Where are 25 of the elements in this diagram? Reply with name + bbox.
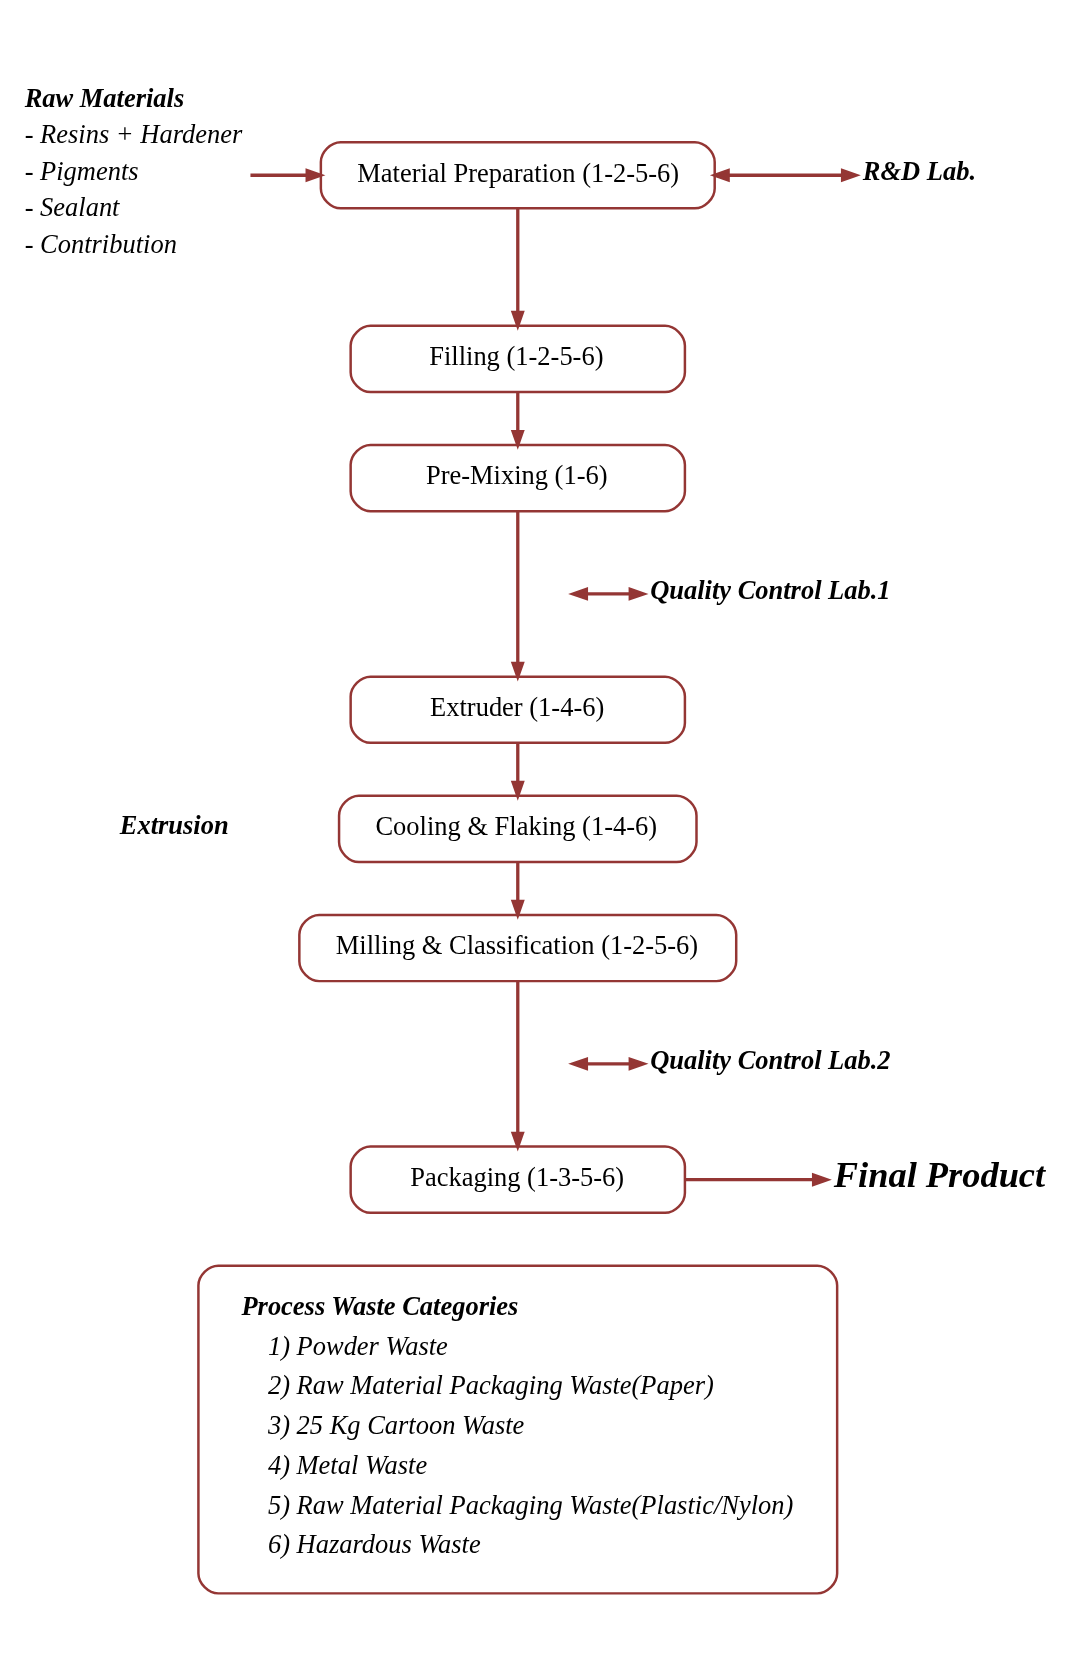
node-text: R&D Lab. [862, 155, 977, 186]
node-box: Cooling & Flaking (1-4-6) [337, 794, 698, 863]
arrow [250, 167, 326, 182]
arrow [510, 511, 525, 682]
node-text: Quality Control Lab.1 [650, 574, 891, 605]
arrow [709, 167, 861, 182]
node-box: Pre-Mixing (1-6) [349, 443, 687, 512]
arrow [568, 586, 649, 601]
arrow [510, 742, 525, 801]
node-box: Filling (1-2-5-6) [349, 324, 687, 393]
arrow [510, 208, 525, 331]
arrow [685, 1172, 832, 1187]
arrow [568, 1056, 649, 1071]
node-text: Raw Materials - Resins + Hardener - Pigments - Sealant - Contribution [24, 82, 243, 259]
arrow [510, 861, 525, 920]
node-text: Final Product [833, 1154, 1046, 1195]
label: Extrusion [119, 809, 229, 840]
node-box: Material Preparation (1-2-5-6) [319, 140, 716, 210]
node-text: Quality Control Lab.2 [650, 1043, 891, 1074]
node-box: Milling & Classification (1-2-5-6) [298, 913, 738, 982]
arrow [510, 391, 525, 450]
node-box: Packaging (1-3-5-6) [349, 1144, 687, 1214]
arrow [510, 980, 525, 1152]
node-box: Extruder (1-4-6) [349, 674, 687, 744]
node-box: Process Waste Categories 1) Powder Waste 2) Raw Material Packaging Waste(Paper) 3) 25 Kg Cartoon Waste 4) Metal Waste 5) Raw Material Packaging Waste(Plastic/Nylon) 6) Hazardous Waste [197, 1264, 839, 1595]
